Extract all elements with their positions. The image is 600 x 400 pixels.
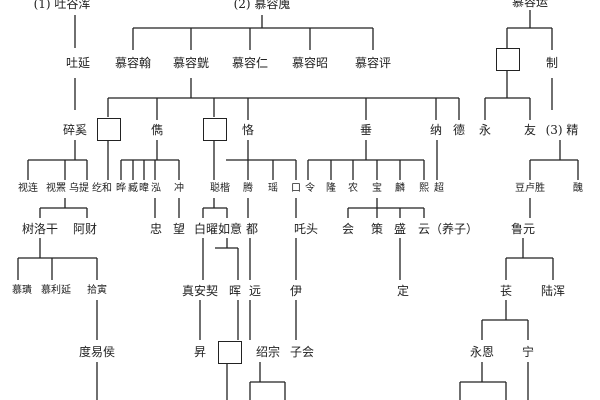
person-node: 远 — [248, 284, 262, 298]
unnamed-person-box — [218, 341, 242, 364]
person-node: 苌 — [499, 284, 513, 298]
unnamed-person-box — [496, 48, 520, 71]
person-node: 忠 — [149, 222, 163, 236]
person-node: 纥和 — [92, 183, 112, 194]
person-node: 乌提 — [69, 183, 89, 194]
person-node: 昇 — [193, 345, 207, 359]
person-node: 盛 — [393, 222, 407, 236]
person-node: 隆 — [326, 183, 336, 194]
person-node: 晖 — [228, 284, 242, 298]
person-node: 吒头 — [293, 222, 319, 236]
person-node: 云（养子） — [417, 222, 479, 236]
person-node: 醜 — [573, 183, 583, 194]
person-node: 麟 — [395, 183, 405, 194]
person-node: 慕璝 — [12, 285, 32, 296]
person-node: 视罴 — [46, 183, 66, 194]
person-node: 慕容昭 — [291, 56, 329, 70]
person-node: 策 — [370, 222, 384, 236]
person-node: 友 — [523, 123, 537, 137]
person-node: 豆卢胜 — [515, 183, 545, 194]
person-node: 熙 — [419, 183, 429, 194]
person-node: 德 — [452, 123, 466, 137]
person-node: 吐延 — [65, 56, 91, 70]
person-node: 冲 — [174, 183, 184, 194]
person-node: 慕容评 — [354, 56, 392, 70]
person-node: 宝 — [372, 183, 382, 194]
person-node: 真安契 — [181, 284, 219, 298]
person-node: 慕利延 — [41, 285, 71, 296]
person-node: 如意 — [217, 222, 243, 236]
person-node: 度易侯 — [78, 345, 116, 359]
person-node: (2) 慕容廆 — [233, 0, 291, 11]
person-node: 口 — [291, 183, 301, 194]
person-node: 白曜 — [193, 222, 219, 236]
person-node: 鲁元 — [510, 222, 536, 236]
person-node: 永 — [478, 123, 492, 137]
person-node: 都 — [245, 222, 259, 236]
person-node: 树洛干 — [21, 222, 59, 236]
person-node: 陆浑 — [540, 284, 566, 298]
person-node: 晔 — [116, 183, 126, 194]
person-node: 阿财 — [72, 222, 98, 236]
person-node: 望 — [172, 222, 186, 236]
person-node: 制 — [545, 56, 559, 70]
person-node: 儁 — [150, 123, 164, 137]
person-node: 泓 — [151, 183, 161, 194]
person-node: 纳 — [429, 123, 443, 137]
person-node: 恪 — [241, 123, 255, 137]
unnamed-person-box — [203, 118, 227, 141]
person-node: 令 — [305, 183, 315, 194]
person-node: 定 — [396, 284, 410, 298]
person-node: 暐 — [139, 183, 149, 194]
person-node: 慕容皝 — [172, 56, 210, 70]
person-node: 慕容运 — [511, 0, 549, 9]
person-node: (1) 吐谷浑 — [33, 0, 91, 11]
unnamed-person-box — [97, 118, 121, 141]
person-node: 瑶 — [268, 183, 278, 194]
person-node: 碎奚 — [62, 123, 88, 137]
person-node: 聪楷 — [210, 183, 230, 194]
person-node: 伊 — [289, 284, 303, 298]
person-node: 超 — [434, 183, 444, 194]
person-node: 腾 — [243, 183, 253, 194]
person-node: 宁 — [521, 345, 535, 359]
person-node: 绍宗 — [255, 345, 281, 359]
person-node: 慕容仁 — [231, 56, 269, 70]
person-node: 臧 — [128, 183, 138, 194]
person-node: 拾寅 — [87, 285, 107, 296]
person-node: 农 — [348, 183, 358, 194]
person-node: 视连 — [18, 183, 38, 194]
person-node: 子会 — [289, 345, 315, 359]
person-node: (3) 精 — [545, 123, 579, 137]
person-node: 垂 — [359, 123, 373, 137]
person-node: 慕容翰 — [114, 56, 152, 70]
person-node: 会 — [341, 222, 355, 236]
person-node: 永恩 — [469, 345, 495, 359]
